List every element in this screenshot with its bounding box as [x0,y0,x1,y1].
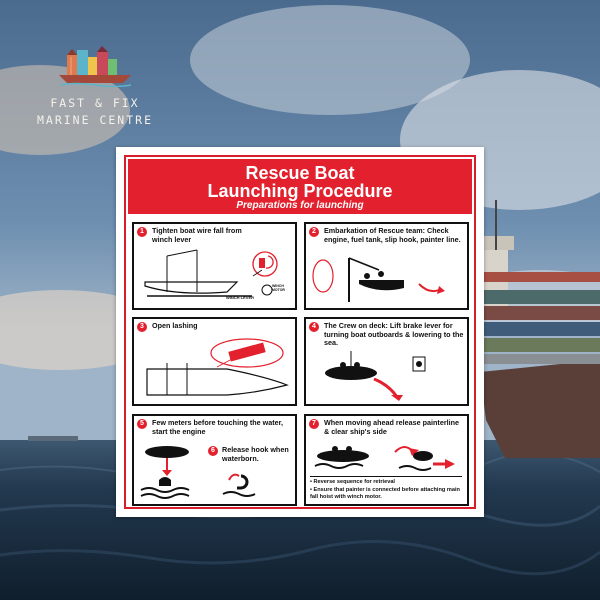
lashing-boat-illustration [146,338,289,396]
step-number-6: 6 [208,446,218,456]
step-text-4: The Crew on deck: Lift brake lever for t… [324,321,464,347]
moving-ahead-illustration [314,446,455,471]
step-number-5: 5 [137,419,147,429]
step-text-7: When moving ahead release painterline & … [324,418,460,436]
cargo-ship [480,200,600,458]
retrieval-note-text: Reverse sequence for retrieval [313,479,395,485]
step-number-2: 2 [309,227,319,237]
step-text-5: Few meters before touching the water, st… [152,418,283,436]
sign-frame: Rescue Boat Launching Procedure Preparat… [124,155,476,509]
winch-motor-label: WINCH MOTOR [272,284,285,292]
step-number-4: 4 [309,322,319,332]
lowering-boat-illustration [325,351,426,401]
logo-line-2: MARINE CENTRE [36,113,153,127]
step-panel-4: 4 The Crew on deck: Lift brake lever for… [304,317,469,406]
step-text-3: Open lashing [152,321,198,330]
crane-embarkation-illustration [312,257,445,302]
step-text-1: Tighten boat wire fall from winch lever [152,226,242,244]
sign-title-line-2: Launching Procedure [207,181,393,201]
winch-lever-label: WINCH LEVER [226,295,254,300]
step-text-2: Embarkation of Rescue team: Check engine… [324,226,461,244]
step-number-7: 7 [309,419,319,429]
step-panel-3: 3 Open lashing [132,317,297,406]
step-text-6: Release hook when waterborn. [222,445,289,463]
notes-divider [310,476,462,477]
step-number-1: 1 [137,227,147,237]
logo-line-1: FAST & FIX [50,96,140,110]
winch-boat-illustration [144,249,278,297]
painter-note: • Ensure that painter is connected befor… [310,487,460,500]
retrieval-note: • Reverse sequence for retrieval [310,479,395,485]
engine-release-illustration [140,446,256,499]
harbour-town-icon [59,46,132,87]
sign-subtitle: Preparations for launching [236,200,364,211]
step-panel-2: 2 Embarkation of Rescue team: Check engi… [304,222,469,310]
sign-banner: Rescue Boat Launching Procedure Preparat… [128,159,472,214]
step-number-3: 3 [137,322,147,332]
brand-logo: FAST & FIX MARINE CENTRE [30,45,160,129]
painter-note-text: Ensure that painter is connected before … [310,487,460,500]
step-panel-5: 5 Few meters before touching the water, … [132,414,297,506]
step-panel-1: 1 Tighten boat wire fall from winch leve… [132,222,297,310]
sign-title-line-1: Rescue Boat [245,163,355,183]
rescue-boat-sign: Rescue Boat Launching Procedure Preparat… [116,147,484,517]
step-panel-7: 7 When moving ahead release painterline … [304,414,469,506]
